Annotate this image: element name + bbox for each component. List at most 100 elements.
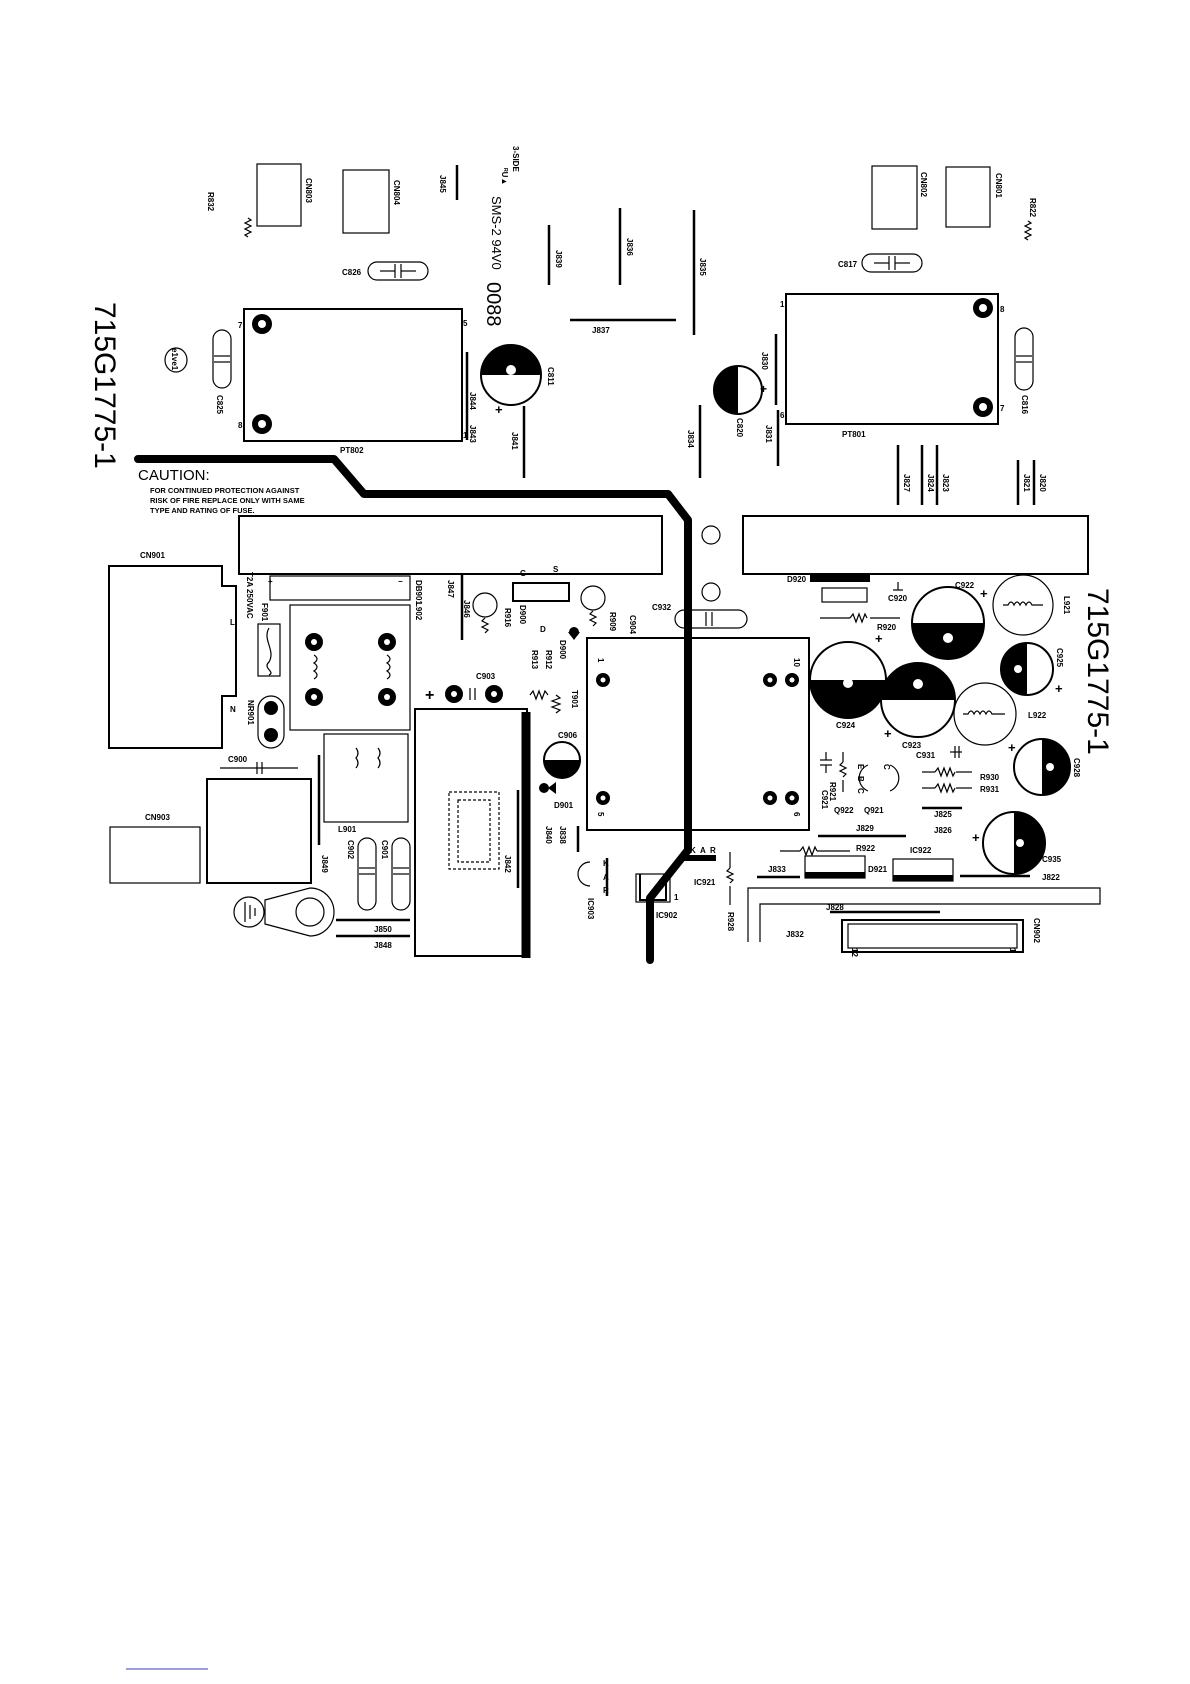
svg-text:J832: J832 [786,930,804,939]
part-number-right: 715G1775-1 [1081,588,1114,755]
svg-text:J847: J847 [446,580,455,598]
svg-text:+: + [760,382,767,396]
svg-text:PT801: PT801 [842,430,866,439]
svg-text:D: D [540,625,546,634]
inductor-l901: L901 [323,733,409,834]
capacitor-c817: C817 [838,253,923,273]
inductor-l921: L921 [992,574,1071,636]
transformer-pt802: 7 8 5 1 PT802 [238,308,468,455]
svg-text:+: + [875,631,883,646]
svg-text:CN803: CN803 [304,178,313,203]
svg-text:J825: J825 [934,810,952,819]
svg-text:D900: D900 [558,640,567,660]
capacitor-c935: C935 + [972,811,1062,875]
svg-text:J839: J839 [554,250,563,268]
capacitor-c902: C902 [346,837,377,911]
svg-text:5: 5 [596,812,605,817]
svg-text:C932: C932 [652,603,672,612]
capacitor-c825: C825 [212,329,232,415]
svg-text:J837: J837 [592,326,610,335]
svg-text:S: S [553,565,559,574]
svg-text:N: N [230,705,236,714]
transformer-t901: 1 5 10 6 T901 [570,637,810,831]
svg-text:R822: R822 [1028,198,1037,218]
svg-text:J826: J826 [934,826,952,835]
svg-text:C811: C811 [546,367,555,386]
svg-text:J844: J844 [468,392,477,410]
svg-text:R: R [710,846,716,855]
svg-text:Q922: Q922 [834,806,854,815]
svg-text:L902: L902 [414,602,423,621]
svg-text:R922: R922 [856,844,876,853]
connector-cn903 [109,826,201,884]
svg-text:C900: C900 [228,755,248,764]
svg-text:G: G [520,569,526,578]
svg-text:C820: C820 [735,418,744,438]
svg-text:R916: R916 [503,608,512,628]
bridge-db901: + − DB901 [268,575,423,605]
connector-cn902: 12 1 CN902 [841,918,1041,957]
svg-text:C920: C920 [888,594,908,603]
capacitor-c826: C826 [342,261,429,281]
resistor-r922: R922 [780,844,876,857]
connector-cn901: CN901 L N [108,551,237,749]
svg-text:+: + [268,577,273,586]
svg-text:C816: C816 [1020,395,1029,415]
fuse-f901: F901 [257,603,281,677]
caution-line-2: RISK OF FIRE REPLACE ONLY WITH SAME [150,496,305,505]
svg-text:R930: R930 [980,773,1000,782]
svg-text:D901: D901 [554,801,574,810]
svg-text:+: + [980,586,988,601]
svg-text:J840: J840 [544,826,553,844]
heatsink-left [238,515,663,575]
svg-text:C901: C901 [380,840,389,860]
svg-text:J838: J838 [558,826,567,844]
svg-text:R832: R832 [206,192,215,212]
resistor-r822: R822 [1023,198,1037,241]
svg-text:6: 6 [792,812,801,817]
capacitor-c923: C923 + [880,662,956,750]
connector-cn802 [871,165,918,230]
capacitor-c922: C922 + [911,581,988,660]
svg-text:D920: D920 [787,575,807,584]
ground-lug [233,887,335,937]
svg-text:+: + [1008,740,1016,755]
date-code: 0088 [482,282,504,327]
svg-text:C923: C923 [902,741,922,750]
svg-text:12: 12 [850,948,859,957]
svg-text:+: + [972,830,980,845]
transistor-q922: E B C Q922 [834,764,869,815]
resistor-r930: R930 [922,766,1000,782]
cert-mark: 3-SIDE [511,146,520,172]
diode-d900: D900 [558,627,580,660]
svg-text:Q921: Q921 [864,806,884,815]
svg-text:e1ve1: e1ve1 [170,348,179,371]
capacitor-c925: C925 + [1000,642,1064,696]
svg-text:+: + [1055,681,1063,696]
svg-text:K: K [690,846,696,855]
svg-text:R928: R928 [726,912,735,932]
svg-text:A: A [603,873,609,882]
footer-rule [126,1668,208,1670]
ul-mark: ᴿU▲ [500,168,509,185]
transformer-pt801: 1 6 8 7 PT801 [780,293,1005,439]
svg-text:R921: R921 [828,782,837,802]
heatsink-right [742,515,1089,575]
capacitor-c900: C900 [220,755,298,774]
diode-d921: D921 [804,855,888,879]
svg-text:J823: J823 [941,474,950,492]
resistor-r931: R931 [922,782,1000,794]
svg-text:C903: C903 [476,672,496,681]
svg-text:J829: J829 [856,824,874,833]
svg-text:CN804: CN804 [392,180,401,205]
svg-text:8: 8 [238,421,243,430]
svg-text:5: 5 [463,319,468,328]
svg-text:L: L [230,618,235,627]
svg-text:1: 1 [596,658,605,663]
capacitor-c931: C931 [916,746,962,760]
svg-text:D900: D900 [518,605,527,625]
capacitor-c816: C816 [1014,327,1034,415]
svg-text:−: − [398,577,403,586]
svg-text:J842: J842 [503,855,512,873]
